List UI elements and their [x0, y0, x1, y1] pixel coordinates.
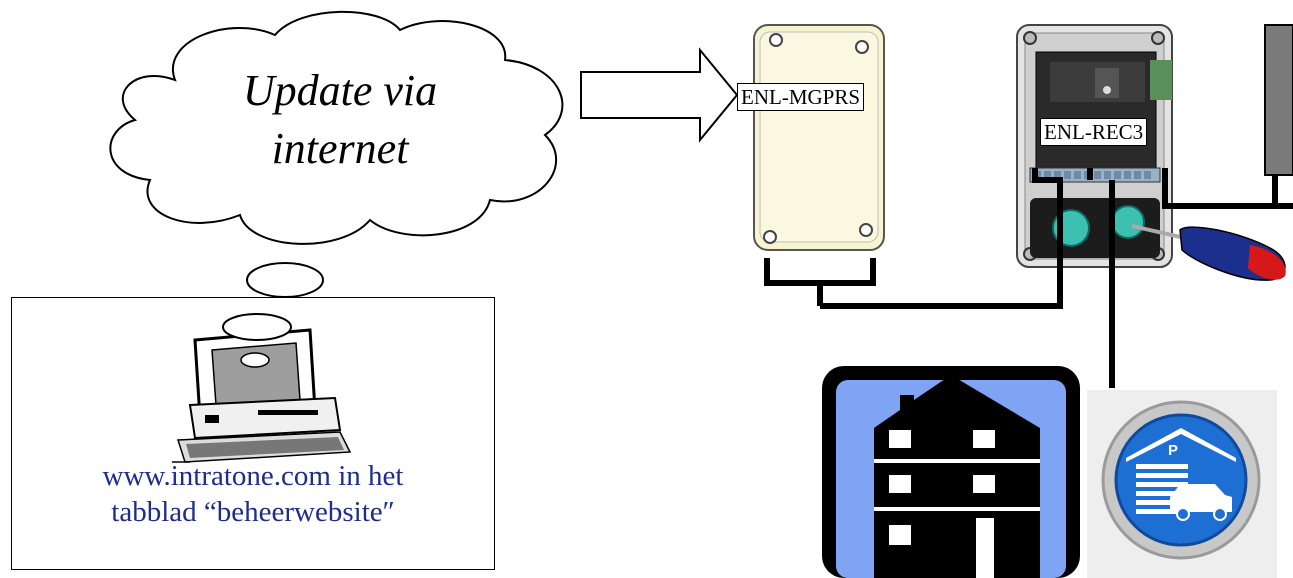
cloud-text: Update via internet — [175, 62, 505, 178]
cables — [820, 168, 1293, 388]
caption-line-1: www.intratone.com in het — [102, 460, 404, 492]
cloud-line-2: internet — [271, 124, 409, 173]
garage-icon: P — [1087, 390, 1277, 578]
screwdriver-icon — [1131, 224, 1286, 281]
caption-line-2: tabblad “beheerwebsite″ — [111, 496, 395, 528]
cloud-shape — [109, 10, 564, 245]
computer-panel: www.intratone.com in het tabblad “beheer… — [11, 297, 495, 570]
website-caption: www.intratone.com in het tabblad “beheer… — [12, 458, 494, 530]
arrow-right-icon — [580, 47, 739, 143]
side-device — [1264, 24, 1293, 176]
cloud-line-1: Update via — [242, 66, 438, 115]
gprs-module — [753, 24, 885, 251]
receiver-label: ENL-REC3 — [1040, 118, 1148, 146]
thought-cloud — [109, 10, 564, 341]
gprs-cable-brace — [764, 258, 876, 306]
building-icon — [822, 366, 1080, 578]
thought-bubble-large — [246, 262, 324, 298]
garage-letter: P — [1168, 442, 1178, 459]
gprs-label: ENL-MGPRS — [737, 83, 865, 111]
